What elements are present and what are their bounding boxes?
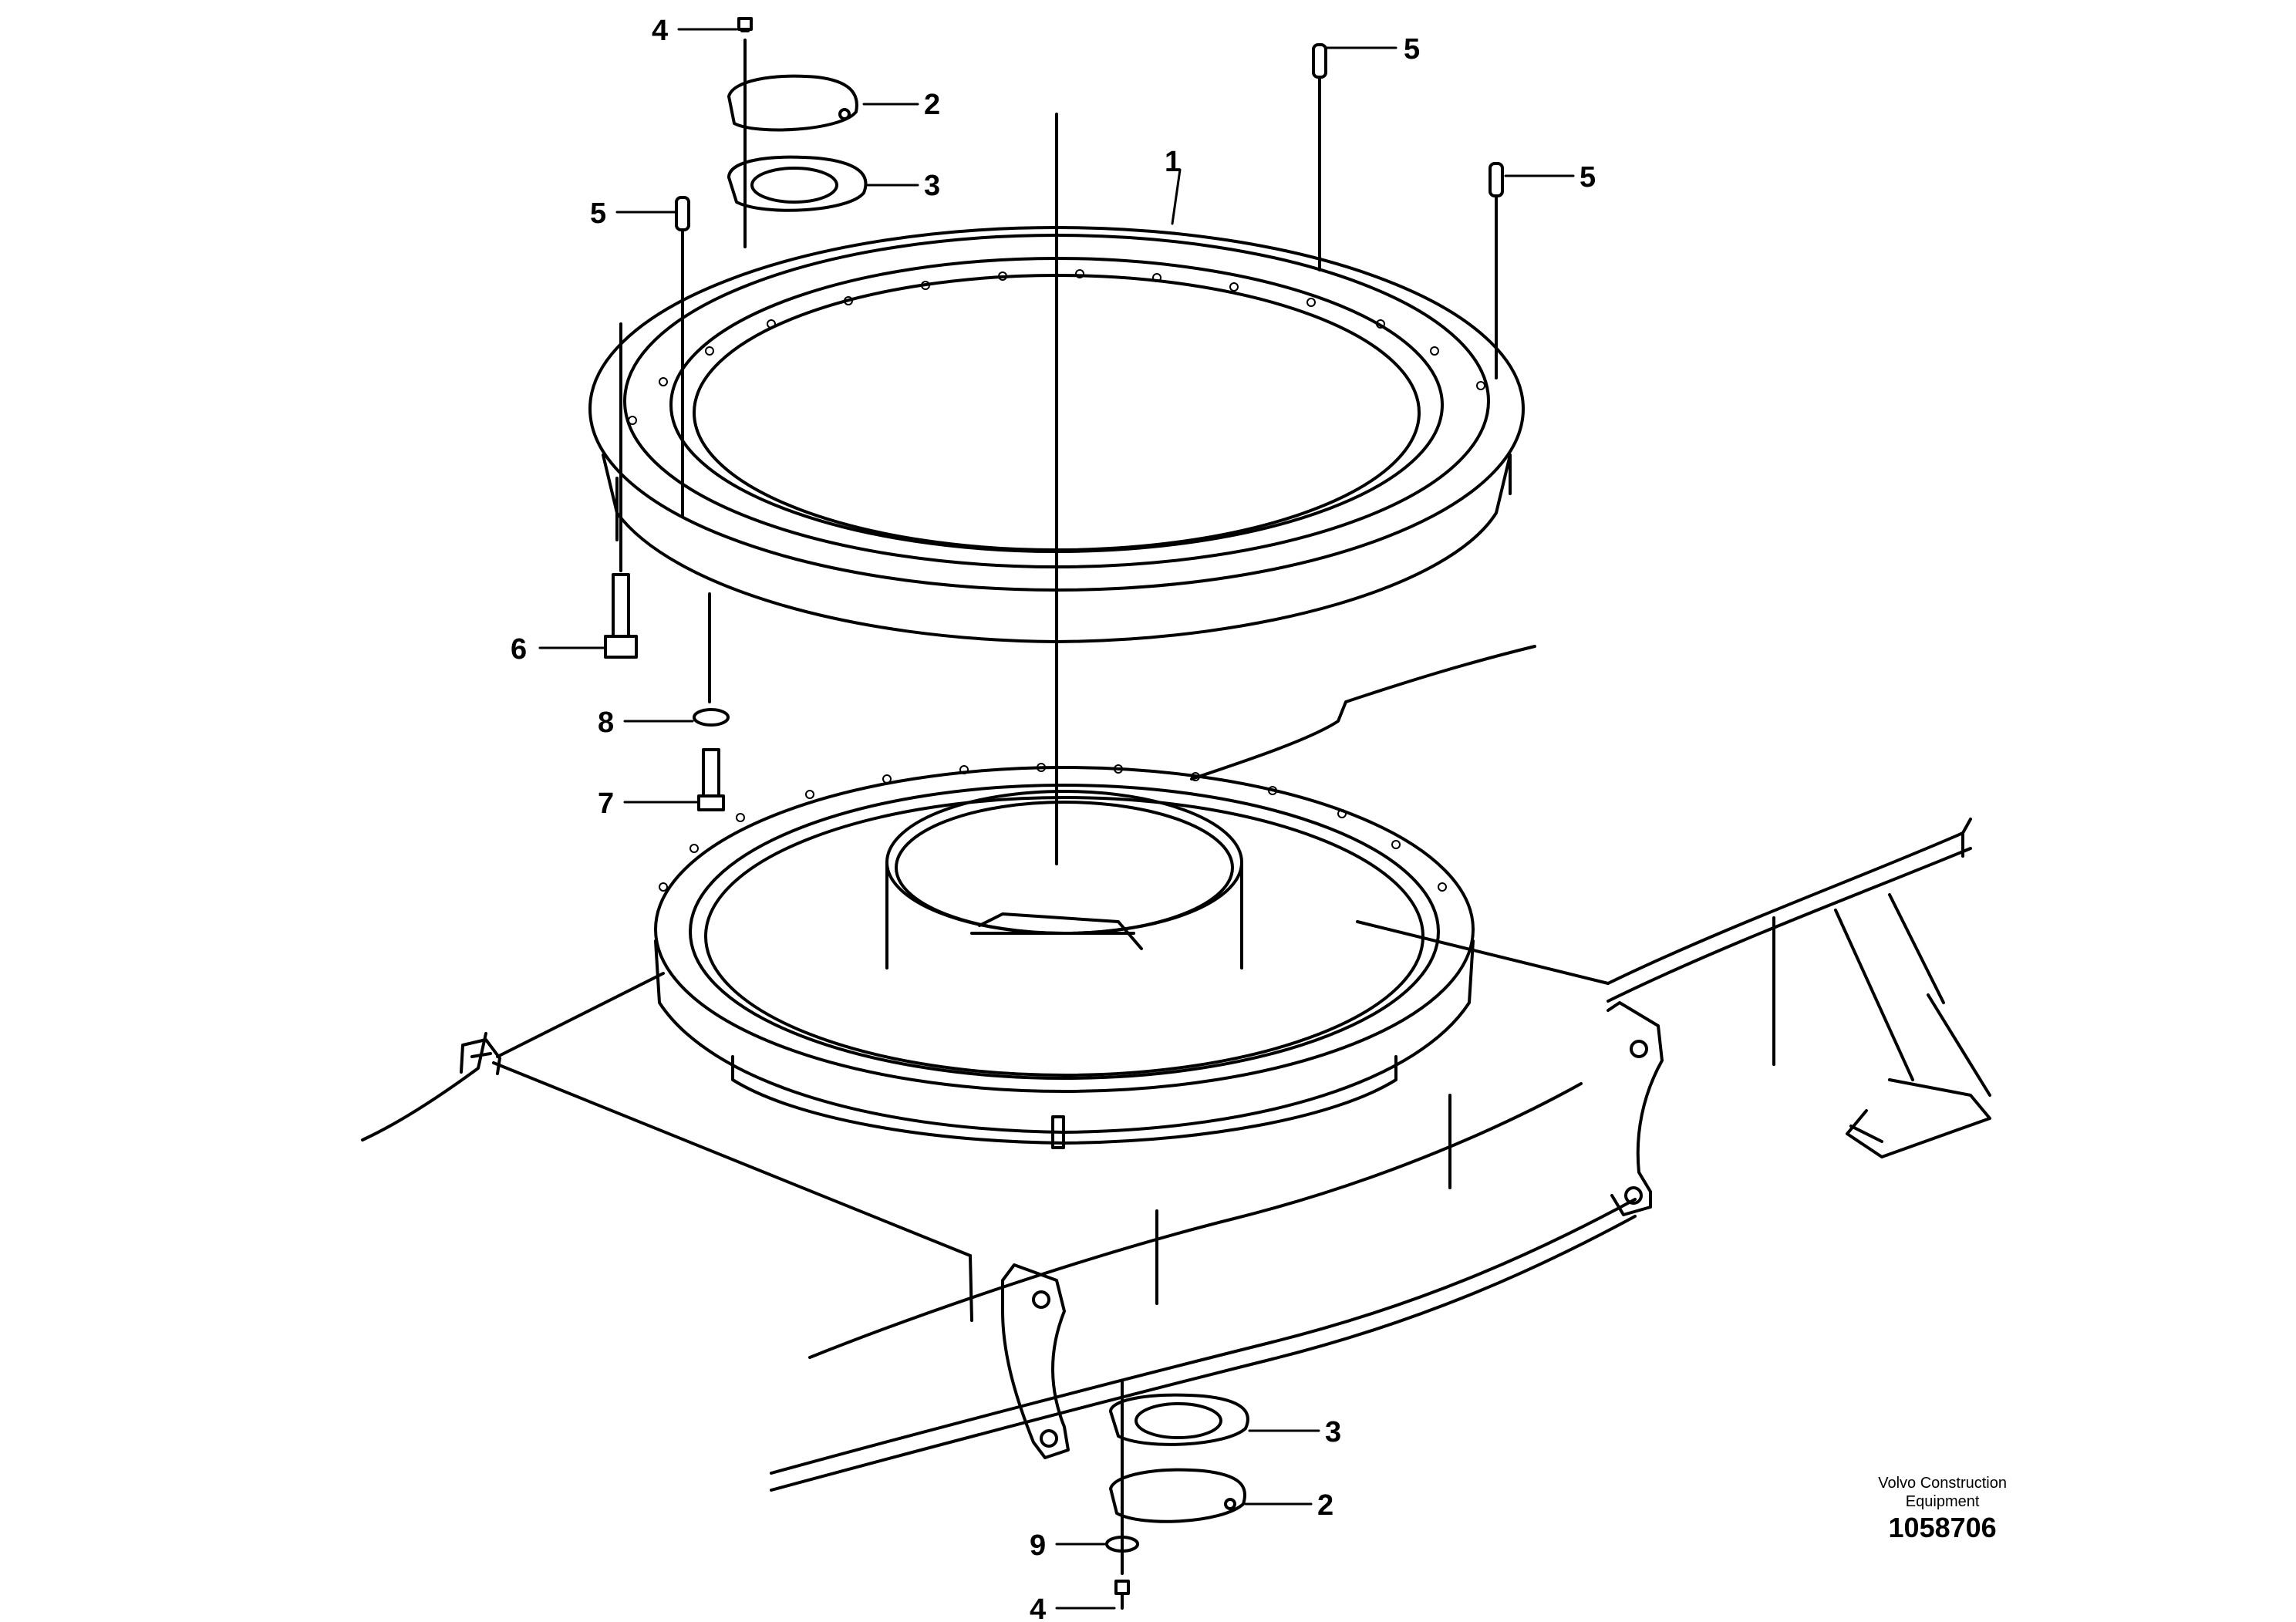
pin-right [1489,162,1504,379]
gasket-bottom [1109,1393,1249,1446]
washer-9 [1105,1536,1139,1553]
cover-plate-bottom [1109,1468,1246,1523]
undercarriage-frame [361,645,1991,1492]
callout-3-bottom: 3 [1325,1416,1341,1448]
bracket-right [1607,1001,1664,1216]
callout-8: 8 [598,706,614,739]
washer-8 [693,708,730,727]
gasket-top [727,155,868,212]
brand-line-2: Equipment [1905,1493,1980,1510]
callout-4-bottom: 4 [1030,1593,1046,1622]
screw-bottom [1114,1580,1130,1610]
callout-5-top: 5 [1404,33,1420,66]
bolt-7 [697,748,725,811]
callout-6: 6 [511,633,527,666]
pin-top-right [1312,43,1327,271]
cover-plate-top [727,74,858,132]
callout-labels: 4 2 3 1 5 5 5 6 8 7 3 2 9 4 [511,15,1596,1622]
brand-line-1: Volvo Construction [1878,1475,2007,1492]
screw-top [737,17,753,32]
center-swivel [885,790,1243,969]
callout-3-top: 3 [924,170,940,202]
slewing-ring-lower [654,766,1475,1149]
part-number: 1058706 [1888,1512,1997,1543]
bracket-left [460,1038,501,1075]
leader-lines [538,28,1575,1610]
callout-9: 9 [1030,1529,1046,1562]
bolt-6 [604,322,638,659]
callout-5-right: 5 [1580,161,1596,194]
callout-7: 7 [598,787,614,820]
bolt-holes [628,269,1485,892]
callout-5-left: 5 [590,197,606,230]
pin-left [675,196,690,518]
callout-2-bottom: 2 [1317,1489,1333,1522]
drawing-footer: Volvo Construction Equipment 1058706 [1878,1474,2007,1545]
callout-1: 1 [1165,146,1181,178]
bracket-bottom [1001,1263,1070,1459]
callout-2-top: 2 [924,89,940,121]
callout-4-top: 4 [652,15,668,47]
